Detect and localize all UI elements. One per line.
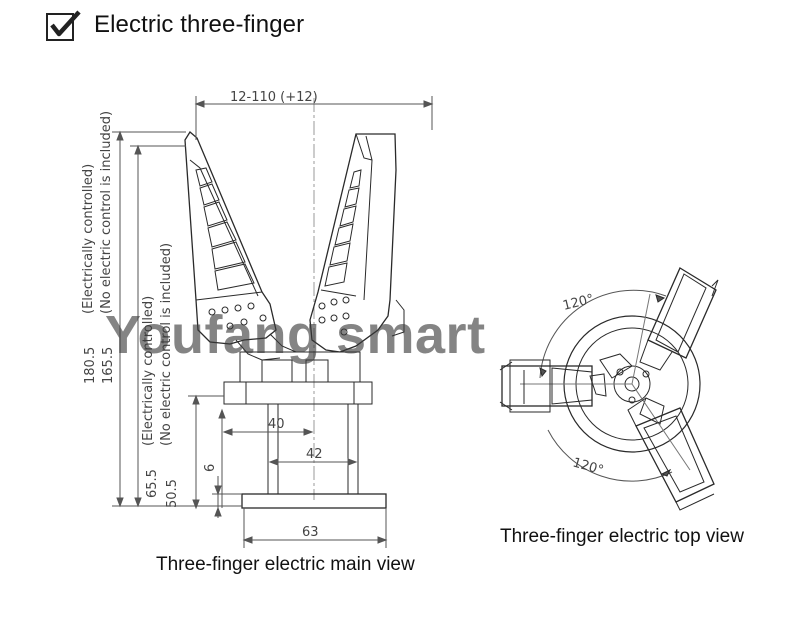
left-finger xyxy=(184,131,312,361)
checkbox-icon xyxy=(46,10,81,41)
top-view-drawing xyxy=(499,267,719,511)
dim-40: 40 xyxy=(268,417,285,432)
dim-180-5: 180.5 xyxy=(83,347,98,384)
dim-50-5-note: (No electric control is included) xyxy=(159,243,174,446)
angle-bottom: 120° xyxy=(571,455,605,478)
header: Electric three-finger xyxy=(46,8,304,42)
dim-65-5: 65.5 xyxy=(145,469,160,498)
dim-42: 42 xyxy=(306,447,323,462)
top-finger-upper xyxy=(639,267,719,371)
top-finger-left xyxy=(499,359,593,413)
gripper-body xyxy=(223,351,387,509)
dim-65-5-note: (Electrically controlled) xyxy=(141,296,156,446)
dim-63: 63 xyxy=(302,525,319,540)
dim-165-5: 165.5 xyxy=(101,347,116,384)
dim-stroke: 12-110 (+12) xyxy=(230,90,318,105)
dim-180-5-note: (Electrically controlled) xyxy=(81,164,96,314)
dim-50-5: 50.5 xyxy=(165,479,180,508)
top-view-caption: Three-finger electric top view xyxy=(500,526,744,547)
dim-165-5-note: (No electric control is included) xyxy=(99,111,114,314)
dim-6: 6 xyxy=(203,464,218,472)
angle-top: 120° xyxy=(561,292,595,314)
top-finger-lower xyxy=(627,397,715,511)
right-finger xyxy=(309,133,405,353)
watermark: Youfang smart xyxy=(105,305,486,365)
page-title: Electric three-finger xyxy=(94,11,305,38)
main-view-caption: Three-finger electric main view xyxy=(156,554,415,575)
dimension-lines xyxy=(112,96,434,548)
